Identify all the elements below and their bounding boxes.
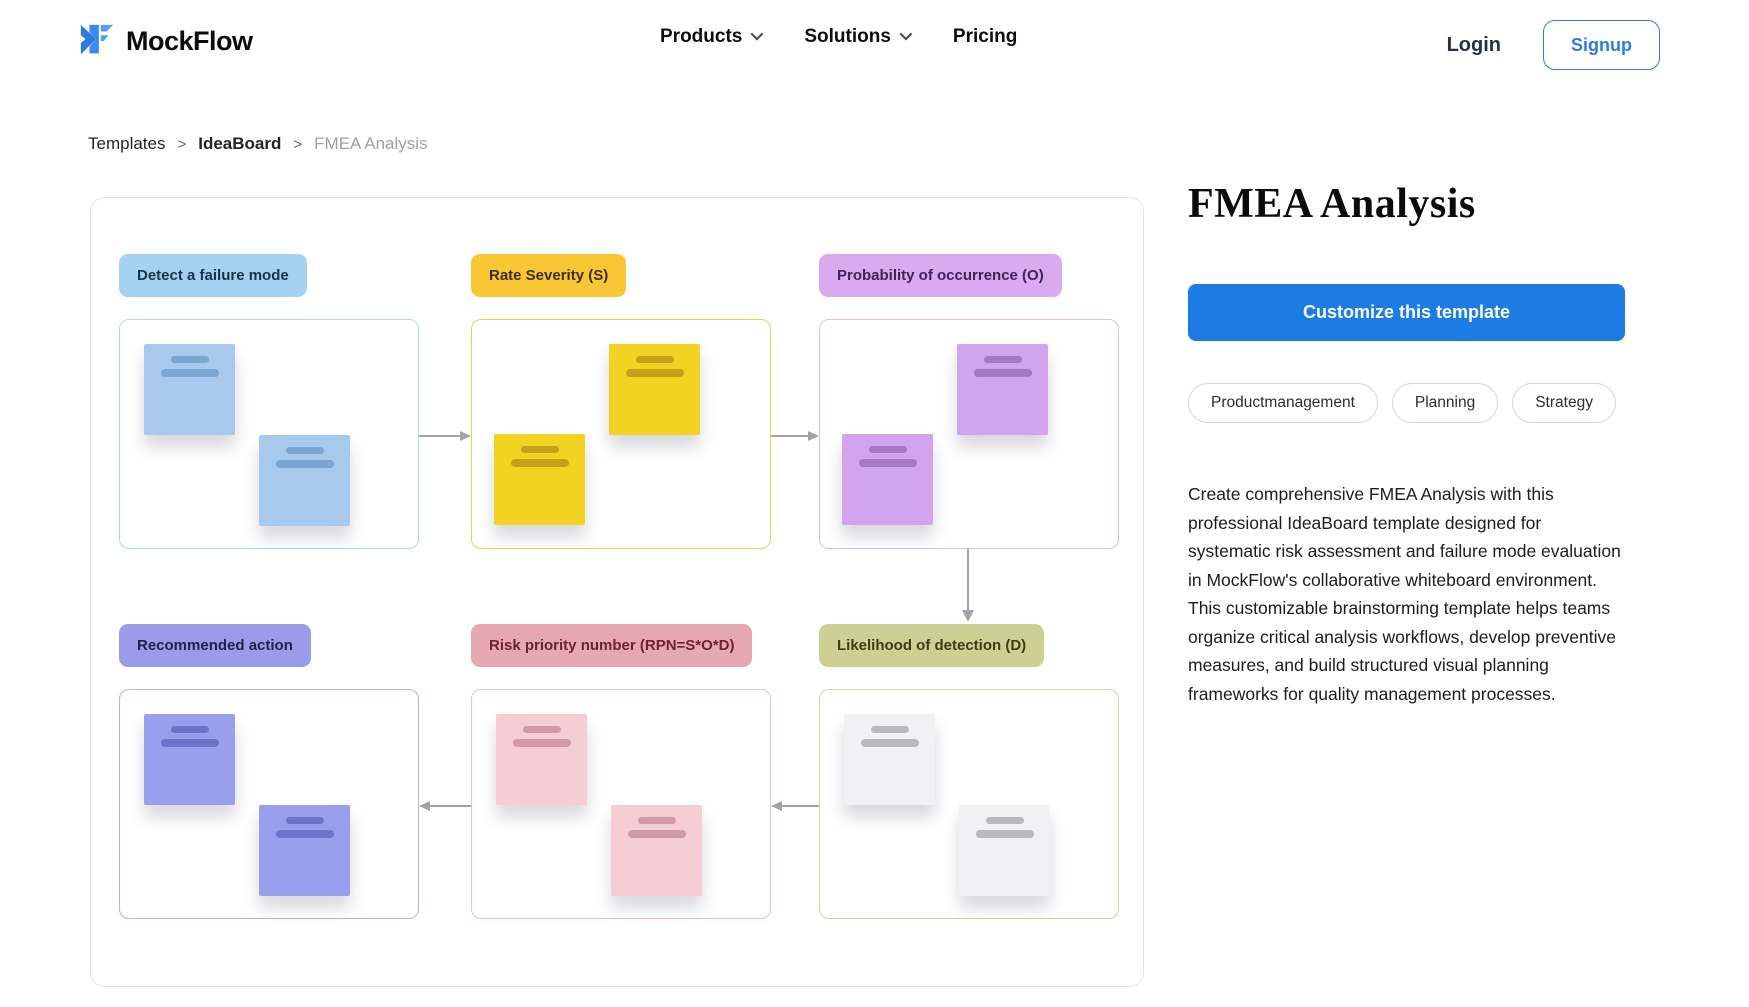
sticky-note[interactable]	[259, 805, 350, 896]
section-box-detect	[119, 319, 419, 549]
auth-area: Login Signup	[1447, 20, 1660, 70]
nav-item-label: Solutions	[804, 26, 891, 47]
template-description: Create comprehensive FMEA Analysis with …	[1188, 484, 1621, 704]
breadcrumb-separator: >	[177, 135, 187, 153]
breadcrumb-item-fmea-analysis: FMEA Analysis	[314, 134, 428, 153]
section-box-severity	[471, 319, 771, 549]
chevron-down-icon	[750, 27, 764, 40]
main-nav: Products Solutions Pricing	[660, 26, 1017, 48]
template-info-panel: FMEA Analysis Customize this template Pr…	[1188, 180, 1625, 800]
mockflow-logo-icon	[80, 24, 114, 55]
login-link[interactable]: Login	[1446, 33, 1501, 56]
arrow-left-icon	[771, 801, 819, 811]
brand-logo[interactable]: MockFlow	[78, 22, 253, 60]
section-label-detection[interactable]: Likelihood of detection (D)	[819, 624, 1045, 667]
sticky-note[interactable]	[144, 714, 235, 805]
section-box-rpn	[471, 689, 771, 919]
arrow-down-icon	[962, 549, 974, 622]
breadcrumb: Templates > IdeaBoard > FMEA Analysis	[88, 134, 428, 154]
template-preview-card: Detect a failure mode Rate Severity (S) Pr…	[90, 197, 1144, 987]
fmea-board-diagram: Detect a failure mode Rate Severity (S) Pr…	[91, 198, 1143, 986]
nav-item-pricing[interactable]: Pricing	[953, 26, 1017, 48]
section-label-occurrence[interactable]: Probability of occurrence (O)	[819, 254, 1062, 297]
sticky-note[interactable]	[611, 805, 702, 896]
section-box-detection	[819, 689, 1119, 919]
arrow-right-icon	[769, 431, 819, 441]
breadcrumb-separator: >	[293, 135, 303, 153]
nav-item-solutions[interactable]: Solutions	[804, 26, 913, 48]
section-label-severity[interactable]: Rate Severity (S)	[471, 254, 627, 297]
section-label-rpn[interactable]: Risk priority number (RPN=S*O*D)	[471, 624, 753, 667]
tag-pill-productmanagement[interactable]: Productmanagement	[1188, 383, 1378, 423]
arrow-right-icon	[419, 431, 471, 441]
arrow-left-icon	[419, 801, 471, 811]
sticky-note[interactable]	[494, 434, 585, 525]
sticky-note[interactable]	[144, 344, 235, 435]
sticky-note[interactable]	[259, 435, 350, 526]
site-header: MockFlow Products Solutions Pricing Login …	[0, 0, 1749, 92]
section-box-occurrence	[819, 319, 1119, 549]
brand-name: MockFlow	[126, 25, 253, 56]
signup-button[interactable]: Signup	[1543, 20, 1660, 70]
sticky-note[interactable]	[844, 714, 935, 805]
nav-item-label: Pricing	[952, 26, 1018, 47]
nav-item-products[interactable]: Products	[660, 26, 764, 48]
sticky-note[interactable]	[496, 714, 587, 805]
tag-pill-strategy[interactable]: Strategy	[1512, 383, 1616, 423]
breadcrumb-item-templates[interactable]: Templates	[88, 134, 166, 153]
sticky-note[interactable]	[609, 344, 700, 435]
customize-template-button[interactable]: Customize this template	[1188, 284, 1625, 341]
section-label-action[interactable]: Recommended action	[119, 624, 311, 667]
breadcrumb-item-ideaboard[interactable]: IdeaBoard	[198, 134, 282, 153]
sticky-note[interactable]	[959, 805, 1050, 896]
page-title: FMEA Analysis	[1188, 181, 1476, 227]
nav-item-label: Products	[660, 26, 743, 47]
sticky-note[interactable]	[957, 344, 1048, 435]
tag-pill-planning[interactable]: Planning	[1391, 383, 1499, 423]
sticky-note[interactable]	[842, 434, 933, 525]
section-box-action	[119, 689, 419, 919]
section-label-detect[interactable]: Detect a failure mode	[119, 254, 307, 297]
chevron-down-icon	[899, 27, 913, 40]
tag-list: Productmanagement Planning Strategy	[1188, 383, 1616, 423]
